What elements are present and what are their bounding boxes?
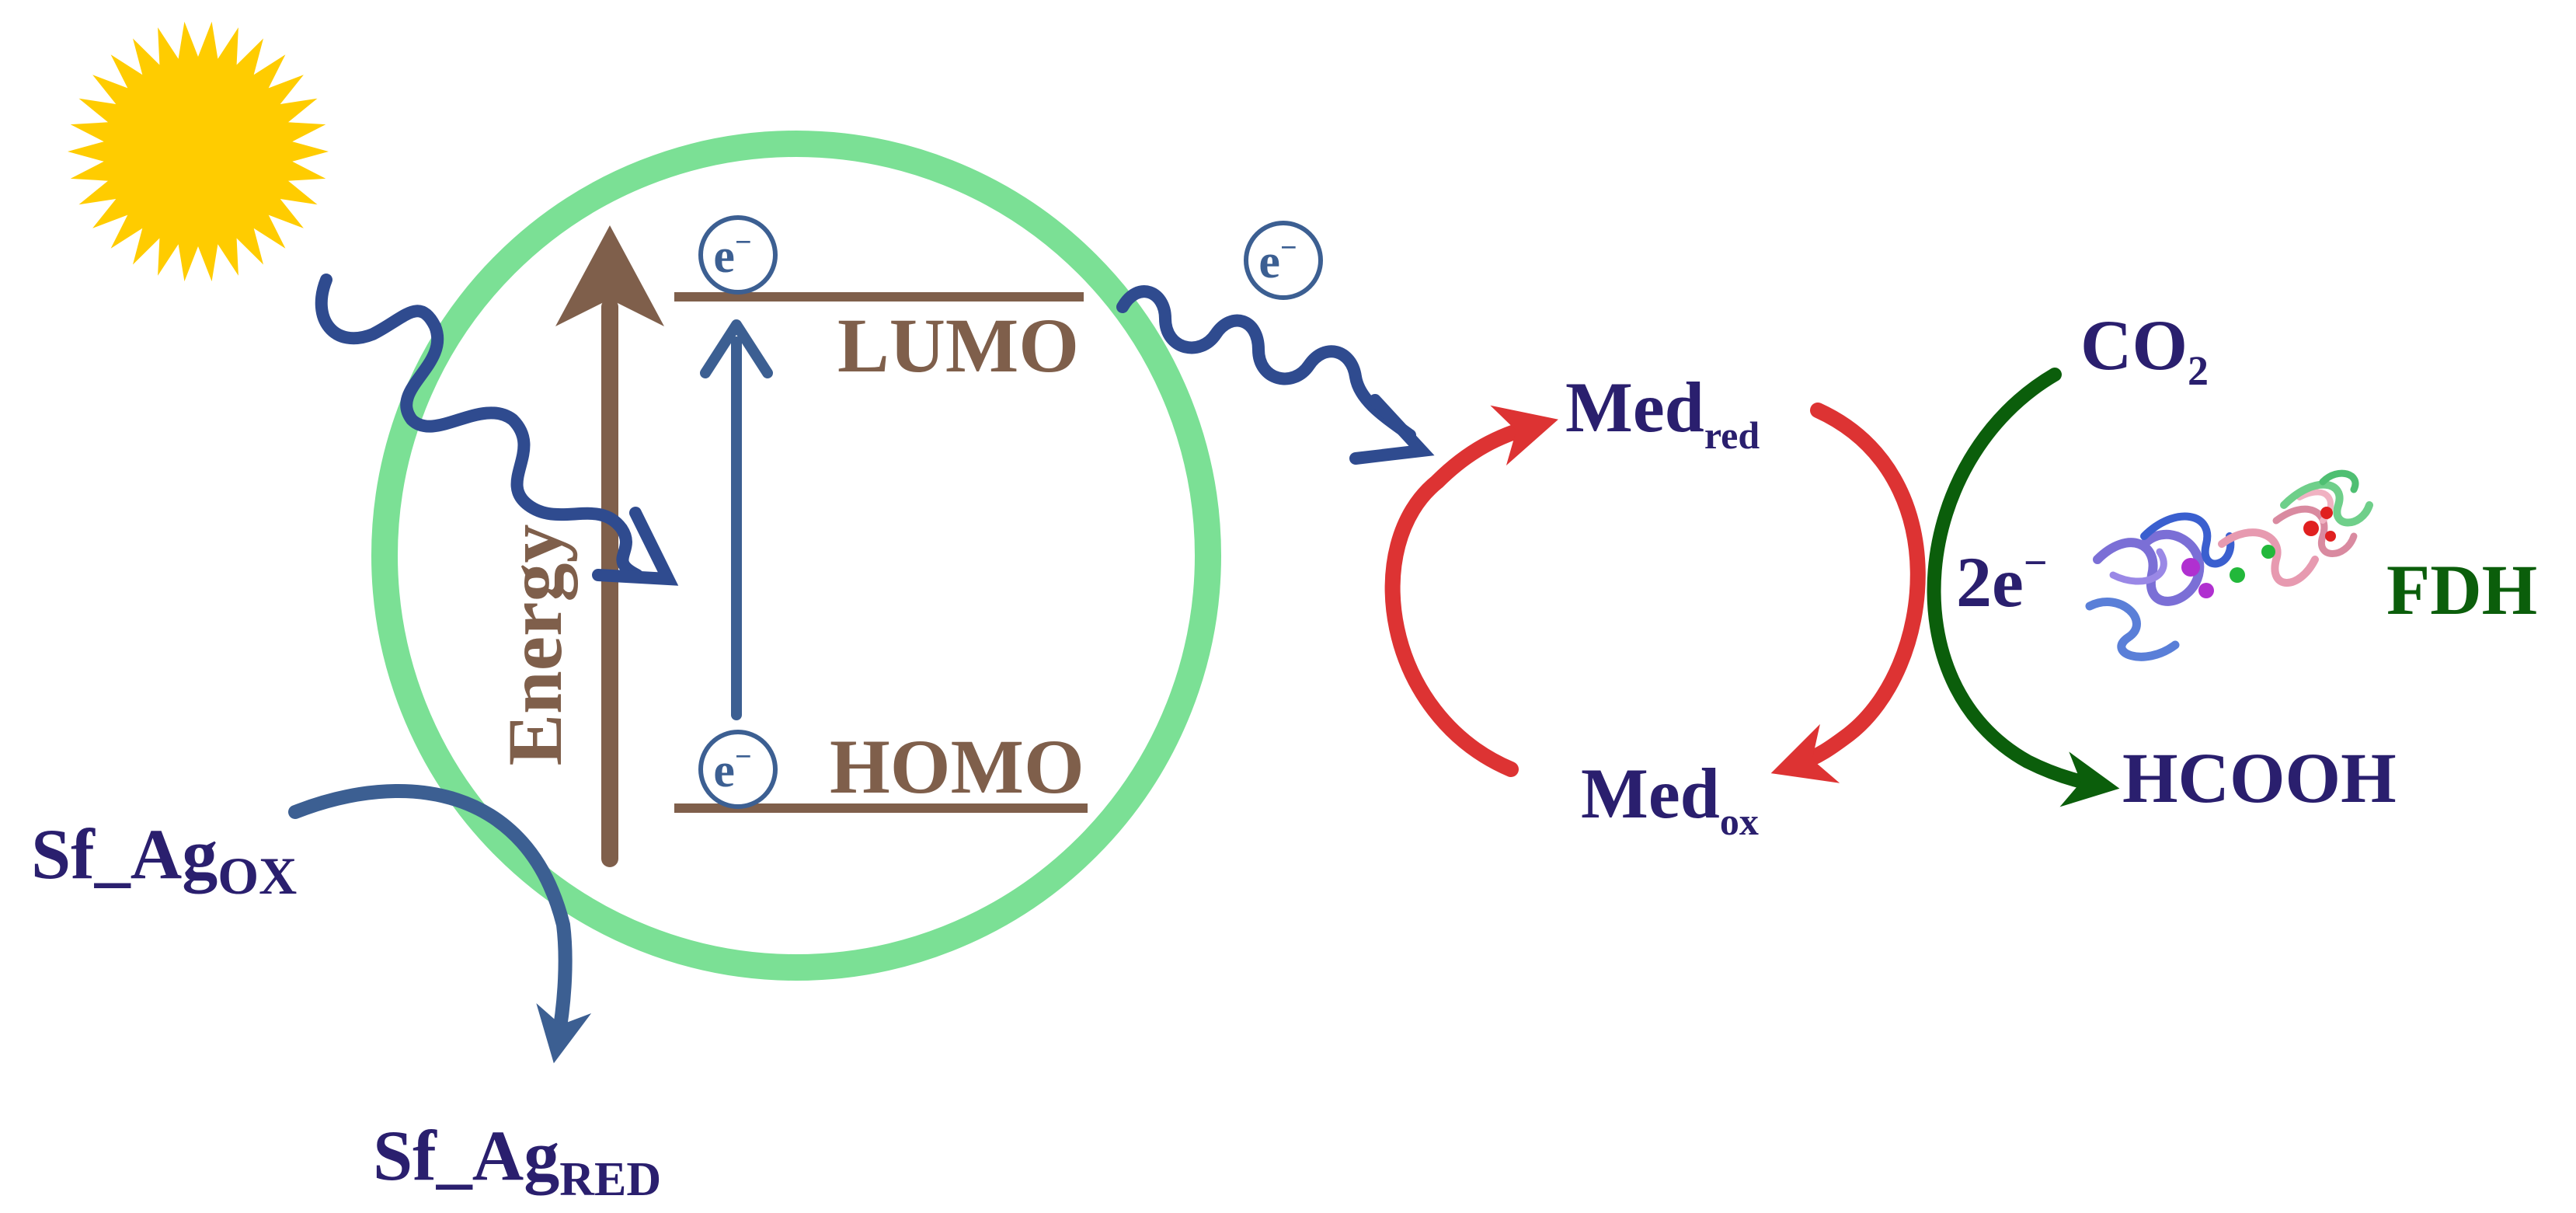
co2-reduction-arrow — [1927, 368, 2120, 807]
electron-homo: e− — [698, 730, 778, 809]
photon-wave-icon — [315, 274, 679, 586]
mediator-reduced-label: Medred — [1565, 368, 1760, 457]
sun-icon — [68, 21, 329, 282]
electron-lumo: e− — [698, 215, 778, 295]
excitation-arrow — [700, 319, 773, 720]
lumo-label: LUMO — [837, 302, 1079, 389]
hcooh-label: HCOOH — [2122, 738, 2397, 817]
sacrificial-agent-arrow — [288, 784, 592, 1064]
svg-text:e−: e− — [713, 226, 751, 283]
electron-transferred: e− — [1244, 221, 1323, 300]
mediator-oxidation-arrow — [1770, 403, 1926, 783]
homo-label: HOMO — [830, 723, 1084, 810]
svg-text:e−: e− — [713, 741, 751, 797]
sacrificial-agent-ox-label: Sf_AgOX — [31, 814, 297, 905]
energy-label: Energy — [492, 524, 578, 765]
svg-text:e−: e− — [1258, 232, 1297, 288]
two-electron-label: 2e− — [1956, 539, 2048, 622]
co2-label: CO2 — [2080, 305, 2209, 394]
fdh-label: FDH — [2386, 550, 2537, 629]
mediator-reduction-arrow — [1384, 405, 1558, 777]
energy-arrow — [555, 225, 664, 867]
enzyme-structure-icon — [2085, 469, 2373, 661]
sacrificial-agent-red-label: Sf_AgRED — [373, 1116, 661, 1206]
electron-transfer-wave — [1116, 285, 1435, 465]
mediator-oxidized-label: Medox — [1581, 754, 1759, 843]
photocatalyst-circle — [371, 131, 1221, 981]
